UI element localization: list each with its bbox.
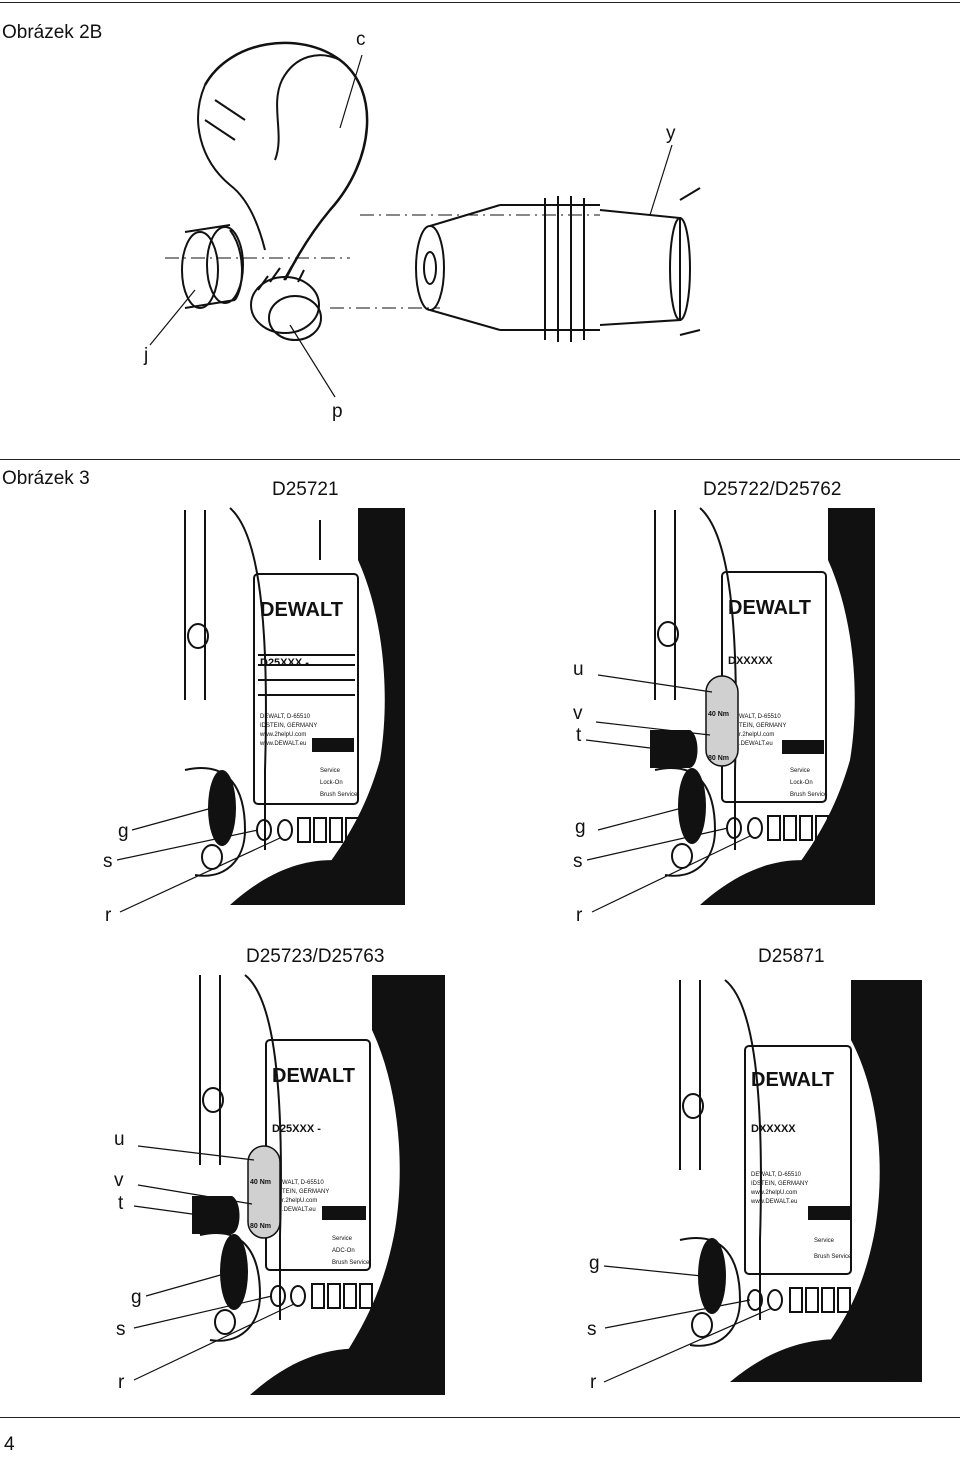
plate-address-2-0: WALT, D-65510: [739, 714, 781, 720]
torque-80-2: 80 Nm: [708, 755, 729, 762]
plate-address-1-1: IDSTEIN, GERMANY: [260, 723, 317, 729]
panel-3-label-t: t: [118, 1193, 124, 1214]
plate-brand-1: DEWALT: [260, 599, 343, 621]
panel-3-label-r: r: [118, 1372, 125, 1393]
panel-2-label-r: r: [576, 905, 583, 926]
panel-3-label-g: g: [131, 1287, 142, 1308]
plate-address-2-2: r.2helpU.com: [739, 732, 774, 738]
plate-mode-1-0: Service: [320, 768, 341, 774]
plate-address-1-2: www.2helpU.com: [259, 732, 306, 738]
figure-2b-title: Obrázek 2B: [2, 22, 103, 43]
panel-2-label-u: u: [573, 659, 584, 680]
panel-1-label-r: r: [105, 905, 112, 926]
panel-2-label-t: t: [576, 725, 582, 746]
plate-mode-3-1: ADC-On: [332, 1248, 355, 1254]
panel-1-label-s: s: [103, 851, 113, 872]
figure-3-title: Obrázek 3: [2, 468, 90, 489]
plate-model-1: D25XXX -: [260, 657, 309, 669]
plate-address-3-3: .DEWALT.eu: [282, 1207, 316, 1213]
plate-address-4-3: www.DEWALT.eu: [750, 1199, 797, 1205]
plate-model-3: D25XXX -: [272, 1123, 321, 1135]
torque-40-3: 40 Nm: [250, 1179, 271, 1186]
plate-address-1-0: DEWALT, D-65510: [260, 714, 311, 720]
page-number: 4: [4, 1434, 15, 1455]
plate-mode-2-2: Brush Service: [790, 792, 828, 798]
plate-mode-2-0: Service: [790, 768, 811, 774]
plate-mode-3-2: Brush Service: [332, 1260, 370, 1266]
plate-address-3-2: r.2helpU.com: [282, 1198, 317, 1204]
plate-brand-4: DEWALT: [751, 1069, 834, 1091]
plate-address-2-1: TEIN, GERMANY: [739, 723, 786, 729]
top-rule: [0, 2, 960, 3]
panel-2-label-g: g: [575, 817, 586, 838]
plate-model-4: DXXXXX: [751, 1123, 796, 1135]
plate-mode-3-0: Service: [332, 1236, 353, 1242]
bottom-rule: [0, 1417, 960, 1418]
plate-address-4-1: IDSTEIN, GERMANY: [751, 1181, 808, 1187]
torque-40-2: 40 Nm: [708, 711, 729, 718]
plate-brand-2: DEWALT: [728, 597, 811, 619]
torque-80-3: 80 Nm: [250, 1223, 271, 1230]
plate-address-2-3: .DEWALT.eu: [739, 741, 773, 747]
plate-mode-1-2: Brush Service: [320, 792, 358, 798]
label-c: c: [356, 29, 366, 50]
model-heading-1: D25721: [272, 479, 339, 500]
panel-2-label-v: v: [573, 703, 583, 724]
plate-address-4-0: DEWALT, D-65510: [751, 1172, 802, 1178]
panel-4-label-g: g: [589, 1253, 600, 1274]
plate-address-3-0: WALT, D-65510: [282, 1180, 324, 1186]
panel-4-label-s: s: [587, 1319, 597, 1340]
model-heading-4: D25871: [758, 946, 825, 967]
label-y: y: [666, 123, 676, 144]
plate-mode-4-0: Service: [814, 1238, 835, 1244]
model-heading-3: D25723/D25763: [246, 946, 385, 967]
panel-3-label-s: s: [116, 1319, 126, 1340]
plate-address-1-3: www.DEWALT.eu: [259, 741, 306, 747]
plate-mode-4-1: Brush Service: [814, 1254, 852, 1260]
panel-4-label-r: r: [590, 1372, 597, 1393]
plate-brand-3: DEWALT: [272, 1065, 355, 1087]
plate-address-3-1: TEIN, GERMANY: [282, 1189, 329, 1195]
middle-rule: [0, 459, 960, 460]
panel-3-label-v: v: [114, 1170, 124, 1191]
panel-2-label-s: s: [573, 851, 583, 872]
figure-2b-drawing: [149, 41, 701, 398]
label-p: p: [332, 401, 343, 422]
plate-model-2: DXXXXX: [728, 655, 773, 667]
label-j: j: [144, 345, 149, 366]
plate-address-4-2: www.2helpU.com: [750, 1190, 797, 1196]
panel-1-label-g: g: [118, 821, 129, 842]
plate-mode-1-1: Lock-On: [320, 780, 343, 786]
plate-mode-2-1: Lock-On: [790, 780, 813, 786]
model-heading-2: D25722/D25762: [703, 479, 842, 500]
panel-3-label-u: u: [114, 1129, 125, 1150]
